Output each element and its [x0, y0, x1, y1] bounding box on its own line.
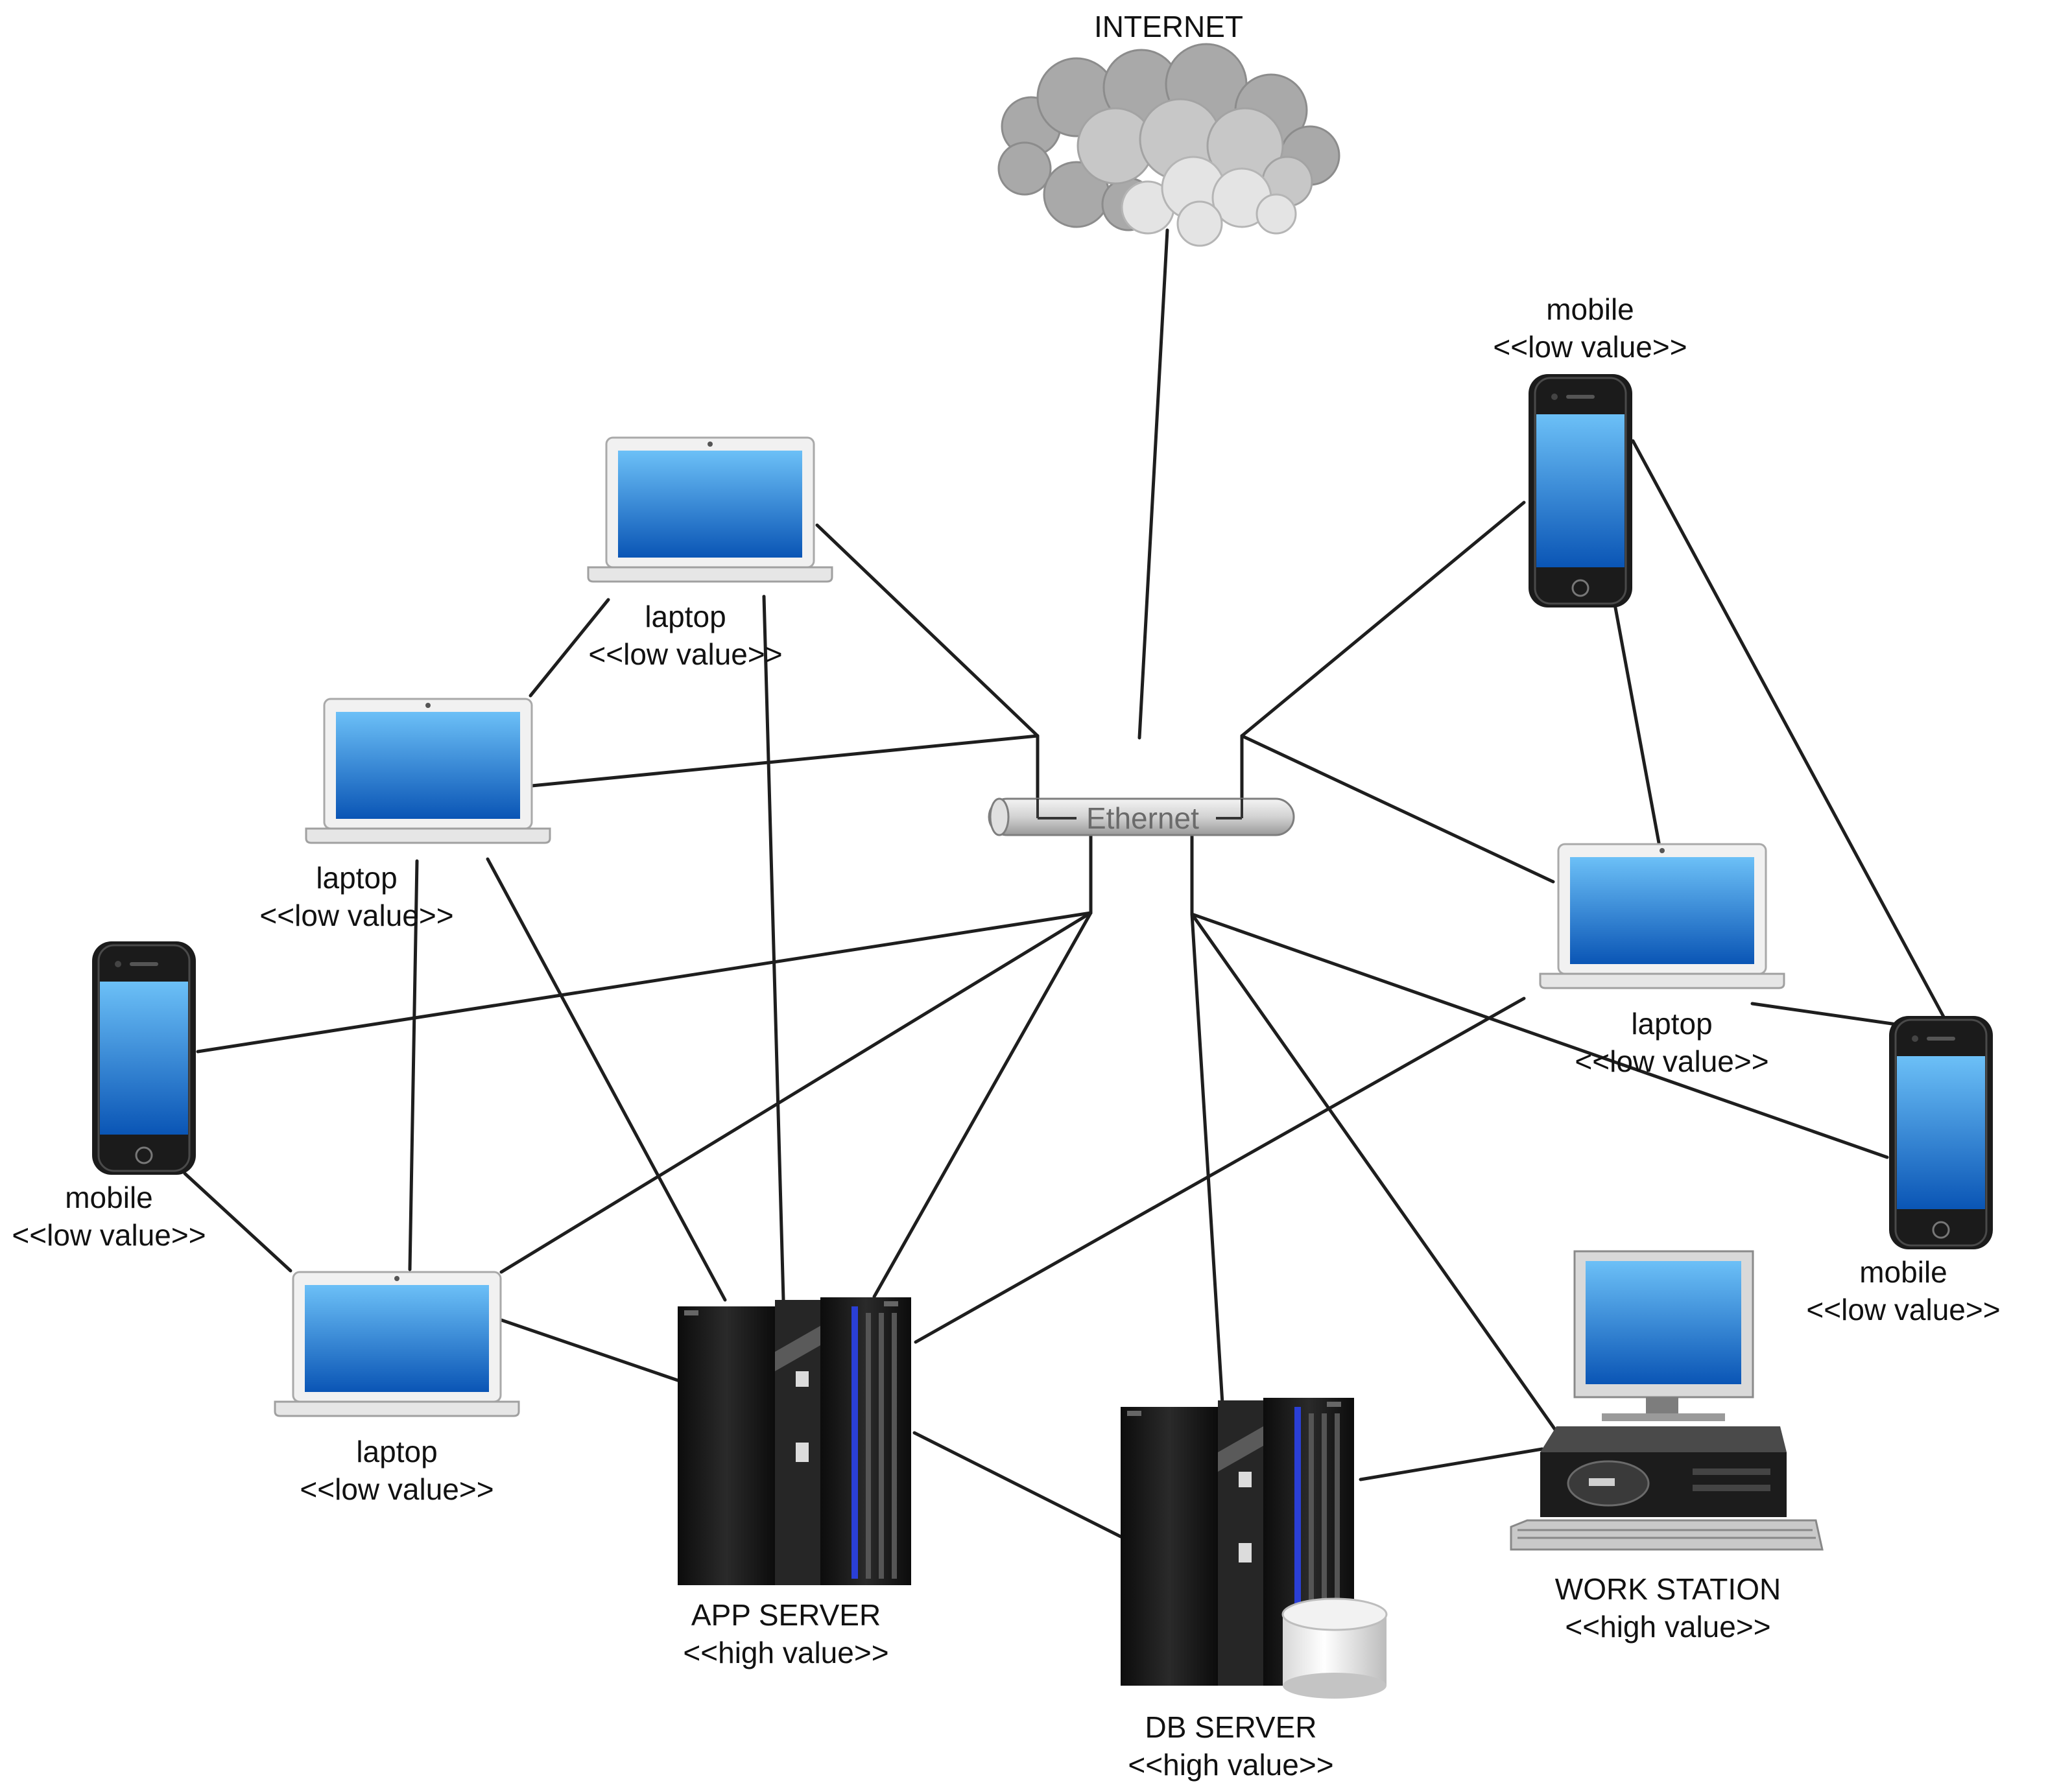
internet-cloud-icon — [997, 43, 1340, 247]
internet-label: INTERNET — [1094, 10, 1243, 43]
device-label-laptop: laptop<<low value>> — [1575, 1007, 1769, 1078]
laptop-icon — [587, 436, 833, 583]
mobile-phone-icon — [1527, 373, 1634, 609]
app-server-icon — [678, 1297, 911, 1585]
laptop-icon — [305, 698, 551, 844]
device-label-laptop: laptop<<low value>> — [300, 1435, 494, 1506]
device-label-mobile: mobile<<low value>> — [1806, 1255, 2001, 1326]
device-label-workstation: WORK STATION<<high value>> — [1554, 1572, 1781, 1644]
device-label-laptop: laptop<<low value>> — [588, 600, 783, 671]
device-label-mobile: mobile<<low value>> — [1493, 292, 1687, 364]
workstation-icon — [1510, 1250, 1824, 1551]
device-label-laptop: laptop<<low value>> — [259, 861, 454, 932]
db-server-icon — [1121, 1398, 1388, 1699]
ethernet-bus-icon — [988, 797, 1295, 836]
mobile-phone-icon — [91, 940, 197, 1176]
laptop-icon — [1539, 843, 1785, 989]
device-label-mobile: mobile<<low value>> — [12, 1181, 206, 1252]
device-label-db-server: DB SERVER<<high value>> — [1128, 1710, 1334, 1782]
ethernet-label: Ethernet — [1086, 801, 1199, 835]
mobile-phone-icon — [1888, 1015, 1994, 1251]
device-label-app-server: APP SERVER<<high value>> — [683, 1598, 889, 1669]
connections — [183, 228, 1946, 1539]
laptop-icon — [274, 1271, 520, 1417]
